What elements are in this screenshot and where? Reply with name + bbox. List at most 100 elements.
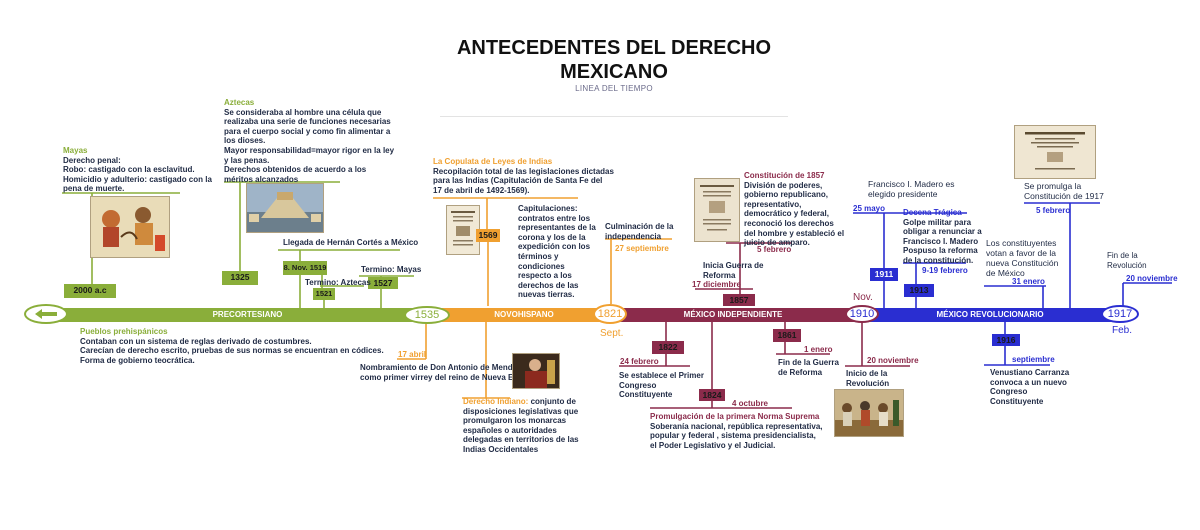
date-1-enero: 1 enero: [804, 345, 833, 354]
arrow-left-icon: [35, 309, 57, 319]
decena-line: Golpe militar para: [903, 217, 972, 227]
year-box-1519: 8. Nov. 1519: [283, 261, 327, 275]
reforma-line: Reforma: [703, 270, 736, 280]
indiano-title: Derecho Indiano:: [463, 397, 529, 406]
prom-title: Promulgación de la primera Norma Suprema: [650, 412, 820, 421]
mayas-line: Derecho penal:: [63, 155, 121, 165]
date-25-mayo: 25 mayo: [853, 204, 886, 213]
era-precortesiano: PRECORTESIANO: [55, 308, 440, 322]
votan-line: nueva Constitución: [986, 258, 1059, 268]
date-20-noviembre-1917: 20 noviembre: [1126, 274, 1178, 283]
marker-1910-label: 1910: [849, 308, 875, 320]
marker-1917-label: 1917: [1107, 308, 1133, 320]
marker-1535: 1535: [404, 306, 450, 324]
copulata-title: La Copulata de Leyes de Indias: [433, 157, 553, 166]
const-line: juicio de amparo.: [744, 238, 810, 248]
era-novohispano: NOVOHISPANO: [440, 308, 608, 322]
inicia-reforma-block: Inicia Guerra de Reforma: [703, 261, 763, 280]
copulata-document-image: [446, 205, 480, 255]
aztecas-line: para el cuerpo social y como fin aliment…: [224, 126, 391, 136]
inicio-revolucion-block: Inicio de la Revolución: [846, 369, 889, 388]
prom-line: el Poder Legislativo y el Judicial.: [650, 440, 776, 450]
year-box-2000: 2000 a.c: [64, 284, 116, 298]
primer-line: Constituyente: [619, 390, 673, 400]
aztecas-line: méritos alcanzados: [224, 174, 299, 184]
carranza-line: convoca a un nuevo: [990, 377, 1067, 387]
copulata-line: para las Indias (Capitulación de Santa F…: [433, 176, 603, 186]
date-17-abril: 17 abril: [398, 350, 427, 359]
mayas-title: Mayas: [63, 146, 88, 155]
year-box-1857: 1857: [723, 294, 755, 306]
date-27-septiembre: 27 septiembre: [615, 244, 669, 253]
cap-line: nuevas tierras.: [518, 290, 575, 300]
year-box-1569: 1569: [476, 229, 500, 242]
year-box-1911: 1911: [870, 268, 898, 281]
indiano-line: españoles o autoridades: [463, 425, 557, 435]
decena-tragica-block: Decena Trágica Golpe militar para obliga…: [903, 208, 982, 266]
prom1917-line: Constitución de 1917: [1024, 191, 1104, 201]
aztecas-line: Mayor responsabilidad=mayor rigor en la …: [224, 145, 395, 155]
marker-1917: 1917: [1101, 305, 1139, 323]
culm-line: independencia: [605, 231, 662, 241]
pueblos-line: Forma de gobierno teocrática.: [80, 355, 195, 365]
finrev-line: Fin de la: [1107, 251, 1138, 260]
year-box-1824: 1824: [699, 389, 725, 401]
aztecas-title: Aztecas: [224, 98, 255, 107]
aztecas-line: realizaba una serie de funciones necesar…: [224, 117, 391, 127]
constitucion-1917-image: [1014, 125, 1096, 179]
culm-line: Culminación de la: [605, 222, 674, 231]
cap-line: expedición con los: [518, 242, 591, 252]
capitulaciones-block: Capitulaciones: contratos entre los repr…: [518, 204, 596, 300]
votan-line: de México: [986, 268, 1025, 278]
year-box-1916: 1916: [992, 334, 1020, 346]
era-independiente: MÉXICO INDEPENDIENTE: [608, 308, 858, 322]
revolucion-mural-image: [834, 389, 904, 437]
pueblos-title: Pueblos prehispánicos: [80, 327, 168, 336]
cap-line: condiciones: [518, 261, 565, 271]
mendoza-block: Nombramiento de Don Antonio de Mendoza c…: [360, 363, 537, 382]
copulata-line: Recopilación total de las legislaciones …: [433, 166, 614, 176]
madero-line: elegido presidente: [868, 189, 938, 199]
start-marker[interactable]: [24, 304, 68, 324]
page-title: ANTECEDENTES DEL DERECHO MEXICANO: [0, 36, 1200, 84]
marker-1917-month: Feb.: [1112, 325, 1133, 336]
cap-line: representantes de la: [518, 223, 596, 233]
promulgacion-block: Promulgación de la primera Norma Suprema…: [650, 412, 823, 450]
mayan-codex-image: [90, 196, 170, 258]
indiano-line: disposiciones legislativas que: [463, 406, 579, 416]
promulga-1917-block: Se promulga la Constitución de 1917: [1024, 181, 1104, 201]
cap-line: Capitulaciones:: [518, 204, 578, 213]
prom-line: Soberanía nacional, república representa…: [650, 421, 823, 431]
title-divider: [440, 116, 788, 117]
year-box-1527: 1527: [368, 277, 398, 289]
carranza-line: Congreso: [990, 387, 1028, 397]
const-line: gobierno republicano,: [744, 190, 829, 200]
votan-line: Los constituyentes: [986, 238, 1057, 248]
mendoza-line: como primer virrey del reino de Nueva Es…: [360, 372, 537, 382]
mayas-line: pena de muerte.: [63, 184, 125, 194]
votan-line: votan a favor de la: [986, 248, 1056, 258]
mayas-block: Mayas Derecho penal: Robo: castigado con…: [63, 146, 212, 194]
date-9-19-febrero: 9-19 febrero: [922, 266, 968, 275]
date-31-enero: 31 enero: [1012, 277, 1045, 286]
copulata-line: 17 de abril de 1492-1569).: [433, 185, 530, 195]
carranza-block: Venustiano Carranza convoca a un nuevo C…: [990, 368, 1069, 406]
prom-line: popular y federal , sistema presidencial…: [650, 431, 816, 441]
const-line: democrático y federal,: [744, 209, 829, 219]
cap-line: derechos de las: [518, 280, 579, 290]
mendoza-line: Nombramiento de Don Antonio de Mendoza: [360, 363, 526, 372]
date-24-febrero: 24 febrero: [620, 357, 659, 366]
mendoza-portrait-image: [512, 353, 560, 389]
cap-line: corona y los de la: [518, 232, 586, 242]
mayas-line: Homicidio y adulterio: castigado con la: [63, 174, 212, 184]
cortes-label: Llegada de Hernán Cortés a México: [283, 238, 419, 247]
primer-congreso-block: Se establece el Primer Congreso Constitu…: [619, 371, 704, 400]
date-5-febrero-1857: 5 febrero: [757, 245, 792, 254]
year-box-1521: 1521: [313, 288, 335, 300]
const-line: del hombre y estableció el: [744, 228, 845, 238]
indiano-line: delegadas en territorios de las: [463, 435, 579, 445]
indiano-line: promulgaron los monarcas: [463, 416, 567, 426]
date-4-octubre: 4 octubre: [732, 399, 769, 408]
decena-line: Pospuso la reforma: [903, 246, 978, 256]
date-17-diciembre: 17 diciembre: [692, 280, 741, 289]
